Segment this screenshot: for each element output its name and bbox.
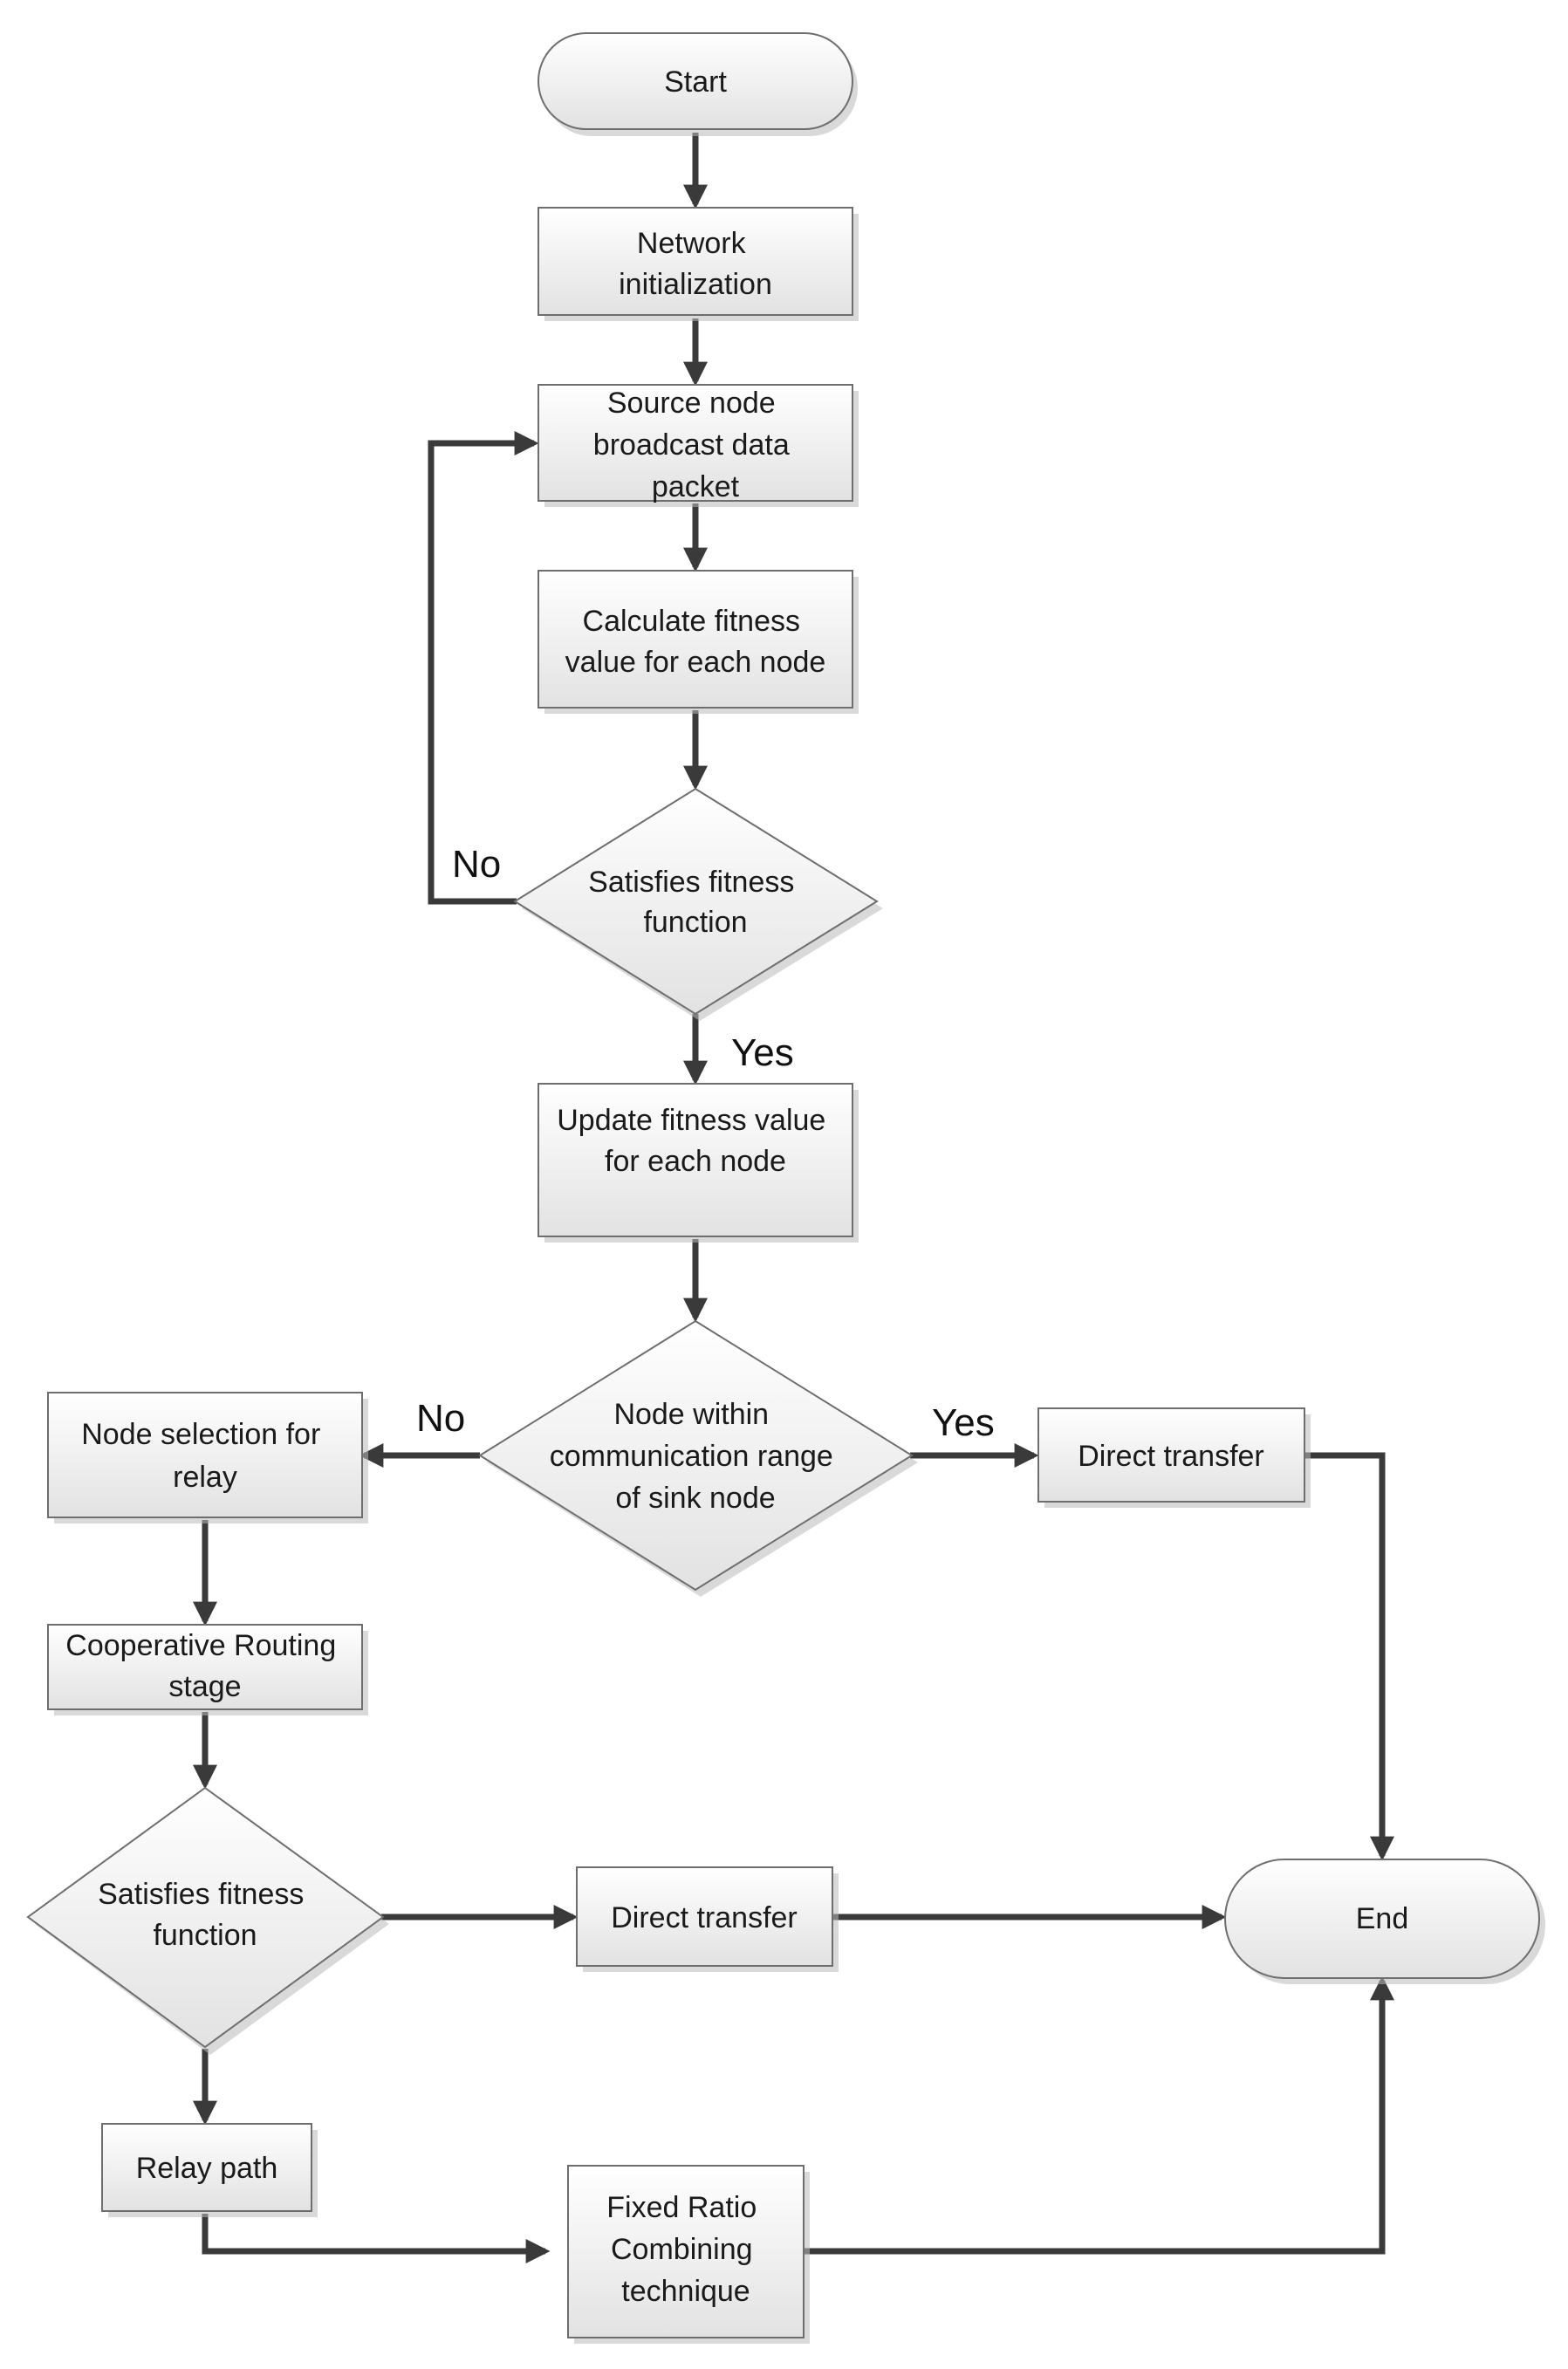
direct-transfer-2-label: Direct transfer bbox=[611, 1901, 798, 1934]
source-node-broadcast-label: Source node broadcast data packet bbox=[593, 387, 798, 503]
fixed-ratio-combining-label: Fixed Ratio Combining technique bbox=[606, 2191, 764, 2308]
end-terminal: End bbox=[1224, 1859, 1545, 1984]
edge-relay-to-fixed-ratio bbox=[202, 2214, 551, 2263]
cooperative-routing-label: Cooperative Routing stage bbox=[65, 1629, 344, 1703]
fixed-ratio-combining-box: Fixed Ratio Combining technique bbox=[567, 2165, 810, 2344]
update-fitness-label: Update fitness value for each node bbox=[557, 1104, 834, 1178]
relay-path-label: Relay path bbox=[136, 2152, 278, 2185]
end-label: End bbox=[1356, 1902, 1409, 1935]
calculate-fitness-box: Calculate fitness value for each node bbox=[538, 570, 859, 714]
start-terminal: Start bbox=[538, 32, 858, 136]
edge-label-yes-2: Yes bbox=[932, 1401, 995, 1444]
edge-label-no-2: No bbox=[416, 1397, 465, 1440]
cooperative-routing-box: Cooperative Routing stage bbox=[47, 1624, 368, 1715]
edge-satisfies1-no-loop bbox=[428, 431, 539, 905]
update-fitness-box: Update fitness value for each node bbox=[538, 1083, 859, 1243]
edge-labels: No Yes No Yes bbox=[416, 843, 995, 1444]
relay-path-box: Relay path bbox=[101, 2123, 318, 2217]
satisfies-fitness-decision-1: Satisfies fitness function bbox=[513, 787, 883, 1021]
source-node-broadcast-box: Source node broadcast data packet bbox=[538, 384, 859, 507]
edge-fixed-ratio-to-end bbox=[802, 1975, 1394, 2255]
edges bbox=[193, 133, 1394, 2263]
satisfies-fitness-2-label: Satisfies fitness function bbox=[98, 1878, 312, 1952]
edge-label-yes-1: Yes bbox=[731, 1031, 794, 1074]
satisfies-fitness-1-label: Satisfies fitness function bbox=[588, 866, 803, 939]
satisfies-fitness-decision-2: Satisfies fitness function bbox=[26, 1786, 389, 2055]
node-selection-relay-label: Node selection for relay bbox=[81, 1418, 329, 1494]
node-within-range-label: Node within communication range of sink … bbox=[550, 1398, 842, 1515]
node-selection-relay-box: Node selection for relay bbox=[47, 1392, 368, 1523]
start-label: Start bbox=[664, 65, 727, 99]
direct-transfer-1-label: Direct transfer bbox=[1078, 1440, 1264, 1473]
edge-label-no-1: No bbox=[452, 843, 501, 886]
calculate-fitness-label: Calculate fitness value for each node bbox=[565, 605, 826, 679]
network-initialization-box: Network initialization bbox=[538, 207, 859, 321]
network-initialization-label: Network initialization bbox=[619, 227, 772, 301]
nodes: Start Network initialization Source node… bbox=[26, 32, 1545, 2344]
node-within-range-decision: Node within communication range of sink … bbox=[478, 1319, 918, 1597]
direct-transfer-box-2: Direct transfer bbox=[576, 1866, 839, 1972]
edge-direct1-to-end bbox=[1304, 1452, 1394, 1861]
direct-transfer-box-1: Direct transfer bbox=[1037, 1407, 1311, 1508]
